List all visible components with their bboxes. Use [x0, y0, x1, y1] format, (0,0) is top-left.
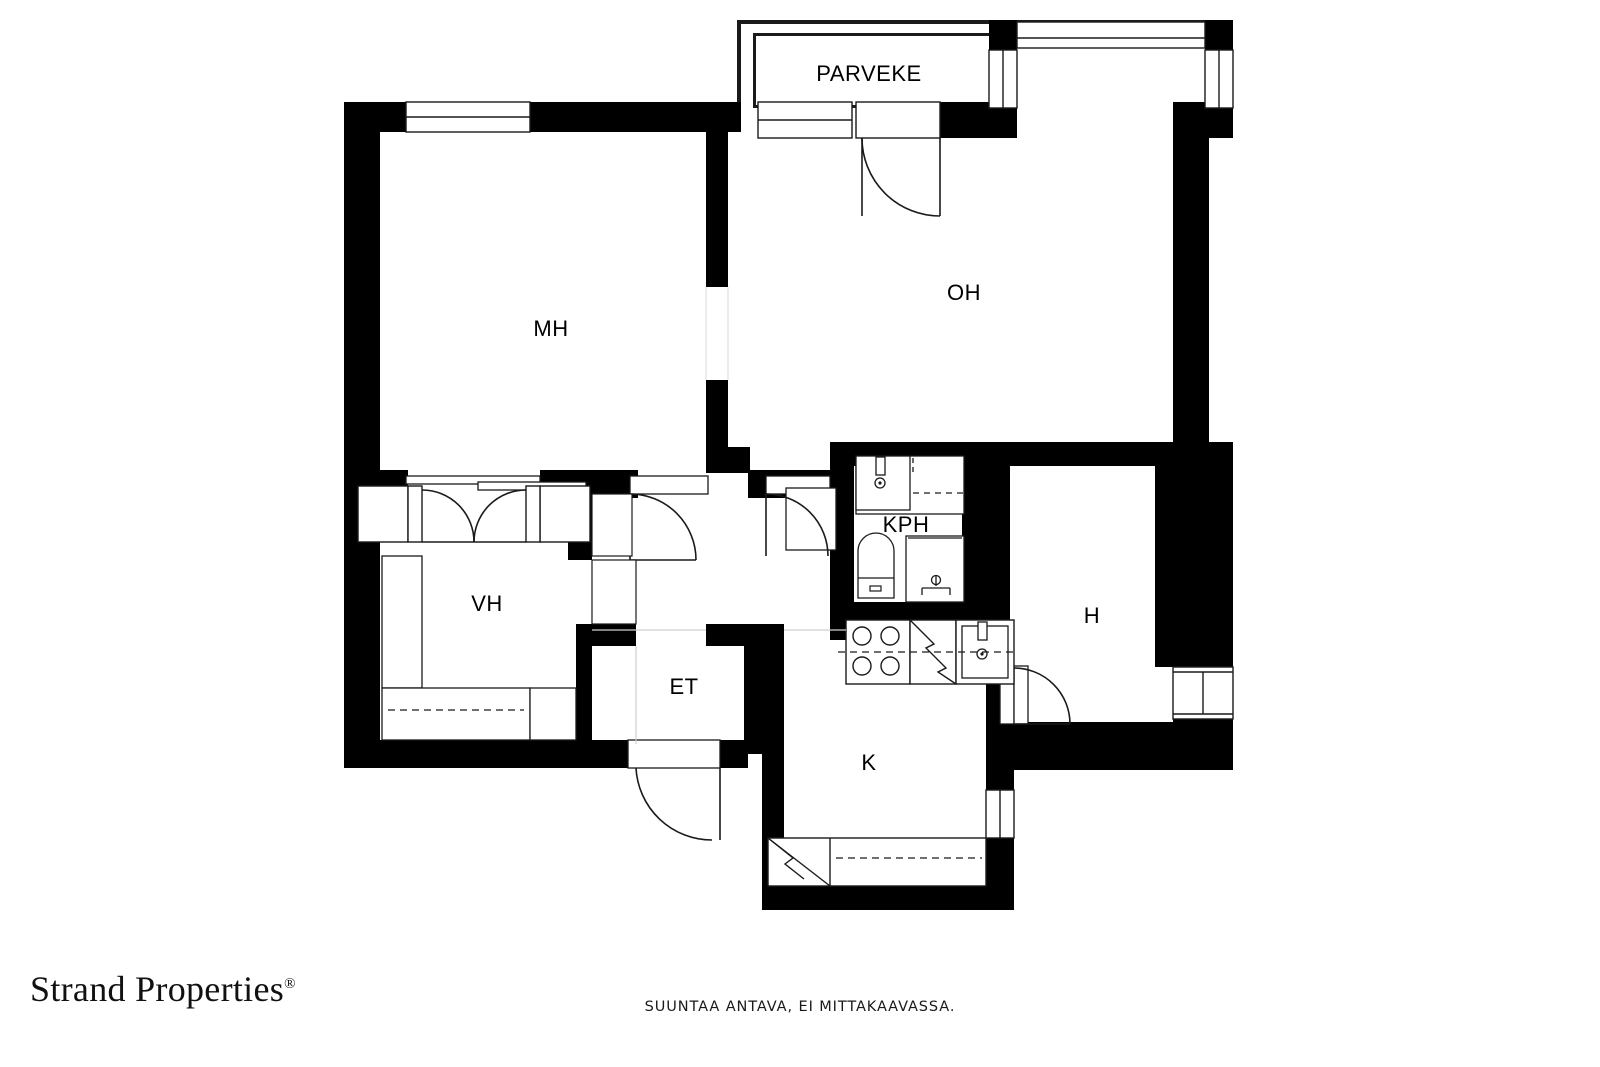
kph-fixtures	[855, 455, 966, 603]
brand-name: Strand Properties	[30, 969, 285, 1009]
door-kph	[765, 475, 837, 557]
window-h-east	[1172, 666, 1234, 720]
registered-mark: ®	[284, 976, 296, 992]
closet-door-vh-left	[357, 485, 475, 543]
corridor-niches	[591, 493, 637, 625]
room-label-k: K	[861, 750, 877, 775]
toilet-icon	[857, 532, 895, 599]
entrance-door	[627, 739, 721, 841]
balcony-door	[855, 101, 941, 217]
bathroom-sink-icon	[855, 455, 911, 511]
room-label-kph: KPH	[882, 512, 930, 537]
room-label-vh: VH	[471, 591, 503, 616]
brand-logo: Strand Properties®	[30, 968, 296, 1010]
vh-fixtures	[381, 555, 577, 741]
kitchen-fixtures	[767, 619, 1015, 887]
vh-counter	[381, 687, 577, 741]
window-mh-north	[405, 101, 531, 133]
closet-door-vh-right	[473, 485, 591, 543]
door-corridor-left	[629, 475, 709, 561]
doorway-opening-mh	[705, 287, 729, 380]
window-oh-northeast	[988, 21, 1234, 109]
room-label-h: H	[1083, 603, 1101, 628]
room-label-oh: OH	[947, 280, 981, 305]
shower-drain-icon	[905, 535, 965, 603]
window-k-south	[985, 789, 1015, 839]
doors	[357, 475, 1071, 841]
wardrobe-icon	[381, 555, 423, 689]
walls	[344, 20, 1233, 910]
disclaimer-text: SUUNTAA ANTAVA, EI MITTAKAAVASSA.	[644, 999, 956, 1015]
room-label-mh: MH	[533, 316, 569, 341]
room-label-parveke: PARVEKE	[816, 61, 922, 86]
room-label-et: ET	[669, 674, 699, 699]
kitchen-counter-lower	[767, 837, 987, 887]
window-oh-north	[757, 101, 853, 139]
